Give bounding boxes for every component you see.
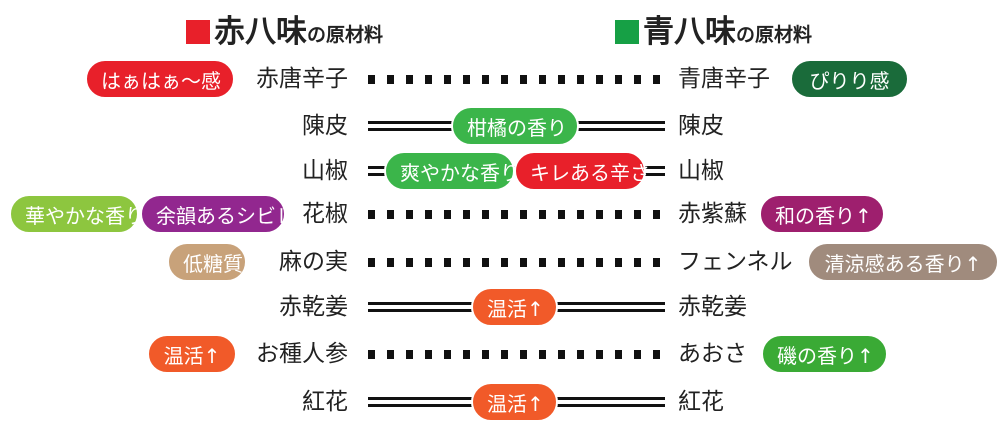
ingredient-right: 陳皮	[678, 113, 724, 139]
header-ao-hachimi: 青八味 の原材料	[615, 14, 812, 50]
feature-tag: キレある辛さ	[514, 151, 650, 191]
header-aka-hachimi: 赤八味 の原材料	[186, 14, 383, 50]
ingredient-left: 麻の実	[279, 249, 348, 275]
feature-tag: 温活↑	[471, 382, 558, 422]
ingredient-right: あおさ	[678, 341, 747, 367]
feature-tag: 温活↑	[147, 334, 237, 374]
feature-tag: 清涼感ある香り↑	[807, 242, 999, 282]
header-title: 赤八味	[214, 14, 307, 50]
ingredient-left: 山椒	[302, 158, 348, 184]
ingredient-right: 赤紫蘇	[678, 201, 747, 227]
feature-tag: 低糖質	[167, 242, 247, 282]
ingredient-right: フェンネル	[678, 249, 793, 275]
header-title: 青八味	[643, 14, 736, 50]
feature-tag: はぁはぁ〜感	[85, 59, 235, 99]
ingredient-left: 陳皮	[302, 113, 348, 139]
feature-tag: 和の香り↑	[759, 194, 885, 234]
feature-tag: 温活↑	[471, 287, 558, 327]
dotted-connector	[368, 334, 665, 374]
red-square-icon	[186, 20, 210, 44]
feature-tag: 磯の香り↑	[761, 334, 888, 374]
feature-tag: ぴりり感	[790, 59, 909, 99]
ingredient-left: 花椒	[302, 201, 348, 227]
dotted-connector	[368, 194, 665, 234]
header-suffix: の原材料	[307, 24, 384, 46]
feature-tag: 爽やかな香り	[384, 151, 520, 191]
ingredient-left: お種人参	[256, 341, 348, 367]
ingredient-left: 赤乾姜	[279, 294, 348, 320]
feature-tag: 余韻あるシビレ	[140, 194, 296, 234]
green-square-icon	[615, 20, 639, 44]
dotted-connector	[368, 242, 665, 282]
ingredient-right: 青唐辛子	[678, 66, 770, 92]
dotted-connector	[368, 59, 665, 99]
ingredient-left: 紅花	[302, 389, 348, 415]
ingredient-right: 山椒	[678, 158, 724, 184]
feature-tag: 柑橘の香り	[451, 106, 579, 146]
ingredient-right: 赤乾姜	[678, 294, 747, 320]
header-suffix: の原材料	[736, 24, 813, 46]
ingredient-left: 赤唐辛子	[256, 66, 348, 92]
feature-tag: 華やかな香り	[9, 194, 145, 234]
ingredient-right: 紅花	[678, 389, 724, 415]
